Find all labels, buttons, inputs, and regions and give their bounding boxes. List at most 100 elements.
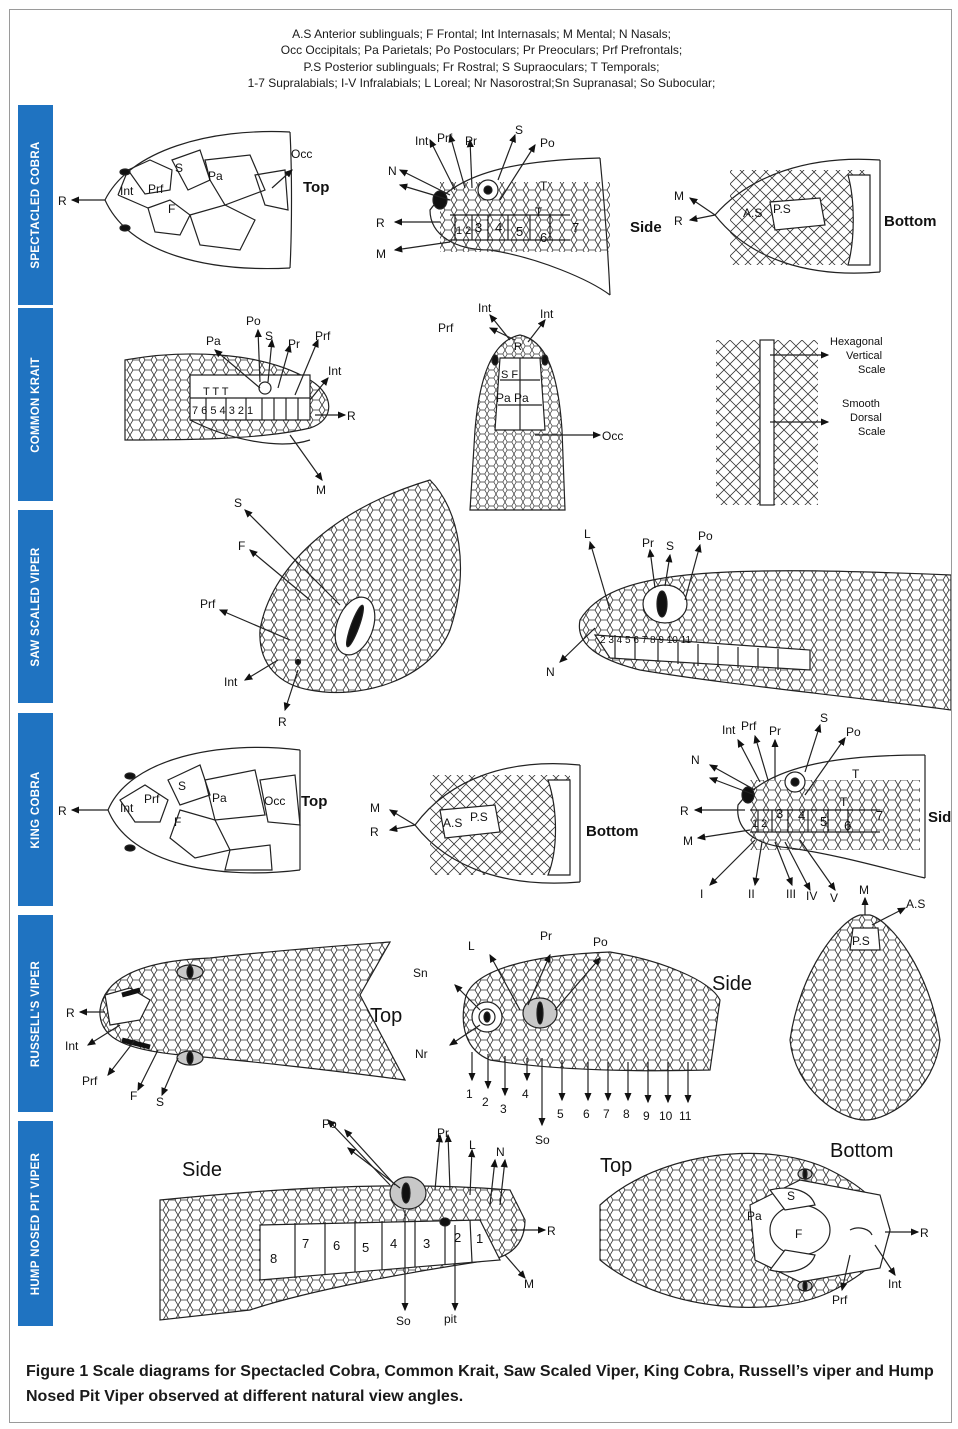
label-m: M bbox=[674, 189, 684, 203]
label-pa: Pa bbox=[747, 1209, 762, 1223]
label-t: T bbox=[852, 767, 860, 781]
label-9: 9 bbox=[643, 1109, 650, 1123]
label-1: 1 bbox=[466, 1087, 473, 1101]
label-int: Int bbox=[328, 364, 342, 378]
label-prf: Prf bbox=[741, 719, 757, 733]
view-label-top: Top bbox=[303, 179, 329, 196]
label-f: F bbox=[168, 202, 175, 216]
label-occ: Occ bbox=[602, 429, 623, 443]
label-f: F bbox=[174, 815, 181, 829]
label-as: A.S bbox=[743, 206, 762, 220]
label-s: S bbox=[265, 329, 273, 343]
label-s: S bbox=[156, 1095, 164, 1109]
label-int: Int bbox=[415, 134, 429, 148]
label-6: 6 bbox=[583, 1107, 590, 1121]
label-s: S bbox=[820, 711, 828, 725]
label-prf: Prf bbox=[437, 131, 453, 145]
label-pit: pit bbox=[444, 1312, 457, 1326]
label-8: 8 bbox=[623, 1107, 630, 1121]
label-prf: Prf bbox=[832, 1293, 848, 1307]
label-6: 6 bbox=[333, 1238, 340, 1253]
russells-viper-bottom bbox=[790, 898, 940, 1120]
russells-viper-top bbox=[80, 942, 405, 1095]
label-n: N bbox=[546, 665, 555, 679]
label-v: V bbox=[830, 891, 838, 905]
label-pa: Pa Pa bbox=[496, 391, 529, 405]
label-pa: Pa bbox=[212, 791, 227, 805]
label-prf: Prf bbox=[148, 182, 164, 196]
label-ps: P.S bbox=[852, 934, 870, 948]
label-f: F bbox=[238, 539, 245, 553]
label-4: 4 bbox=[522, 1087, 529, 1101]
spectacled-cobra-top bbox=[72, 132, 292, 269]
view-label-top: Top bbox=[600, 1155, 632, 1177]
label-t2: T bbox=[840, 795, 848, 809]
label-7: 7 bbox=[302, 1236, 309, 1251]
label-8: 8 bbox=[270, 1251, 277, 1266]
spectacled-cobra-bottom bbox=[690, 159, 880, 273]
label-iii: III bbox=[786, 887, 796, 901]
label-pr: Pr bbox=[769, 724, 781, 738]
figure-frame: A.S Anterior sublinguals; F Frontal; Int… bbox=[9, 9, 952, 1423]
label-pr: Pr bbox=[288, 337, 300, 351]
label-so: So bbox=[535, 1133, 550, 1147]
label-int: Int bbox=[65, 1039, 79, 1053]
label-r: R bbox=[278, 715, 287, 729]
label-m: M bbox=[376, 247, 386, 261]
label-so: So bbox=[396, 1314, 411, 1328]
label-2: 2 bbox=[482, 1095, 489, 1109]
label-pr: Pr bbox=[437, 1126, 449, 1140]
label-m: M bbox=[859, 883, 869, 897]
label-r: R bbox=[920, 1226, 929, 1240]
label-po: Po bbox=[593, 935, 608, 949]
label-int2: Int bbox=[540, 307, 554, 321]
label-ii: II bbox=[748, 887, 755, 901]
label-s: S bbox=[666, 539, 674, 553]
label-t2: T bbox=[535, 205, 543, 219]
view-label-bottom: Bottom bbox=[884, 213, 937, 230]
label-r: R bbox=[376, 216, 385, 230]
note-scale: Scale bbox=[858, 364, 886, 376]
label-s: S bbox=[178, 779, 186, 793]
view-label-side: Side bbox=[630, 219, 662, 236]
label-sn: Sn bbox=[413, 966, 428, 980]
label-r: R bbox=[370, 825, 379, 839]
label-r: R bbox=[58, 804, 67, 818]
label-int: Int bbox=[120, 184, 134, 198]
label-labials: 2 3 4 5 6 7 8 9 10 11 bbox=[600, 635, 691, 646]
label-4: 4 bbox=[495, 220, 502, 235]
label-po: Po bbox=[846, 725, 861, 739]
label-n: N bbox=[691, 753, 700, 767]
label-1: 1 2 bbox=[456, 225, 471, 237]
label-prf: Prf bbox=[438, 321, 454, 335]
label-int: Int bbox=[120, 801, 134, 815]
label-ps: P.S bbox=[470, 810, 488, 824]
hump-nosed-pit-viper-top bbox=[600, 1153, 918, 1307]
label-pr: Pr bbox=[642, 536, 654, 550]
label-3: 3 bbox=[423, 1236, 430, 1251]
saw-scaled-viper-front bbox=[220, 480, 460, 710]
label-po: Po bbox=[698, 529, 713, 543]
label-3: 3 bbox=[475, 220, 482, 235]
label-int: Int bbox=[722, 723, 736, 737]
label-n: N bbox=[496, 1145, 505, 1159]
label-r: R bbox=[514, 341, 522, 353]
label-prf: Prf bbox=[200, 597, 216, 611]
label-l: L bbox=[469, 1138, 476, 1152]
label-4: 4 bbox=[798, 808, 805, 823]
common-krait-scales bbox=[716, 340, 828, 505]
label-iv: IV bbox=[806, 889, 817, 903]
spectacled-cobra-side bbox=[395, 135, 610, 295]
label-1: 1 bbox=[476, 1231, 483, 1246]
label-4: 4 bbox=[390, 1236, 397, 1251]
label-m: M bbox=[524, 1277, 534, 1291]
label-3: 3 bbox=[776, 806, 783, 821]
label-po: Po bbox=[322, 1117, 337, 1131]
note-vertical: Vertical bbox=[846, 350, 882, 362]
label-r: R bbox=[66, 1006, 75, 1020]
view-label-bottom: Bottom bbox=[586, 823, 639, 840]
label-pa: Pa bbox=[206, 334, 221, 348]
label-f: F bbox=[130, 1089, 137, 1103]
label-s: S bbox=[787, 1189, 795, 1203]
label-prf: Prf bbox=[315, 329, 331, 343]
